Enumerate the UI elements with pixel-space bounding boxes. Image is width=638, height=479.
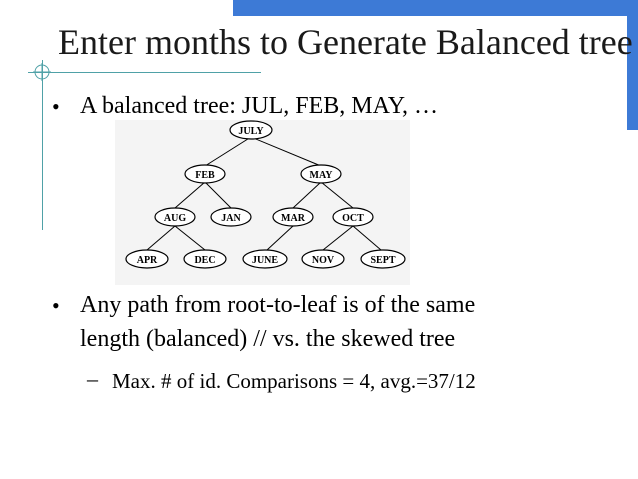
node-label: MAR [281, 213, 306, 224]
sub-bullet-comparisons: Max. # of id. Comparisons = 4, avg.=37/1… [112, 369, 476, 393]
right-accent-bar [627, 16, 638, 130]
node-label: DEC [194, 255, 215, 266]
title-rule [28, 72, 261, 73]
tree-node [300, 164, 342, 184]
tree-node [332, 207, 374, 227]
tree-node [210, 207, 252, 227]
tree-node [301, 249, 345, 269]
slide-title: Enter months to Generate Balanced tree [58, 22, 633, 62]
top-accent-bar [233, 0, 638, 16]
tree-node [183, 249, 227, 269]
bullet-dot: • [52, 293, 60, 318]
node-label: NOV [312, 255, 335, 266]
tree-node [272, 207, 314, 227]
bullet-balanced-tree: A balanced tree: JUL, FEB, MAY, … [80, 93, 438, 119]
tree-node [242, 249, 288, 269]
tree-node [360, 249, 406, 269]
bullet-path-line2: length (balanced) // vs. the skewed tree [80, 326, 456, 352]
crosshair-icon [33, 63, 51, 81]
left-rule [42, 60, 43, 230]
sub-bullet-dash: – [87, 366, 98, 391]
node-label: JAN [221, 213, 241, 224]
bullet-dot: • [52, 94, 60, 119]
balanced-tree-diagram: JULY FEB MAY AUG JAN MAR OCT APR DEC JUN… [115, 120, 410, 285]
node-label: MAY [310, 170, 334, 181]
tree-node [184, 164, 226, 184]
bullet-path-line1: Any path from root-to-leaf is of the sam… [80, 292, 476, 318]
tree-node [154, 207, 196, 227]
node-label: AUG [164, 213, 186, 224]
node-label: JUNE [252, 255, 278, 266]
node-label: OCT [342, 213, 364, 224]
node-label: SEPT [370, 255, 395, 266]
node-label-root: JULY [238, 126, 264, 137]
tree-node [125, 249, 169, 269]
node-label: FEB [195, 170, 215, 181]
node-label: APR [137, 255, 158, 266]
tree-node [229, 120, 273, 140]
